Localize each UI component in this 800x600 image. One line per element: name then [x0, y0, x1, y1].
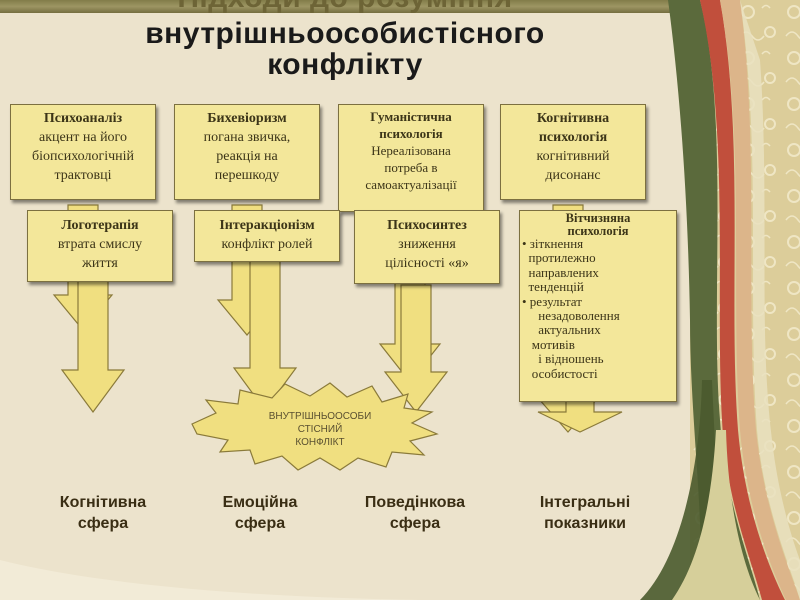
logotherapy-line-1: втрата смислу — [57, 237, 143, 252]
domestic-psychology-line: направлених — [522, 264, 599, 280]
cognitive-head: Когнітивна — [536, 111, 610, 126]
domestic-psychology-line: • результат — [522, 293, 582, 309]
slide-title-line-1: внутрішньоособистісного — [145, 17, 545, 50]
domestic-psychology-line: протилежно — [522, 250, 596, 266]
conflict-star-line-1: ВНУТРІШНЬООСОБИ — [268, 411, 372, 422]
psychosynthesis-box: Психосинтез зниження цілісності «я» — [354, 210, 500, 284]
psychoanalysis-line-2: біопсихологічній — [31, 149, 135, 164]
domestic-psychology-box: Вітчизняна психологія • зіткнення протил… — [519, 210, 677, 402]
sphere-cognitive: Когнітивна сфера — [28, 492, 178, 534]
domestic-psychology-line: особистості — [522, 365, 598, 381]
arrow-logotherapy — [60, 279, 126, 414]
domestic-psychology-line: актуальних — [522, 322, 601, 338]
sphere-integral: Інтегральні показники — [510, 492, 660, 534]
humanistic-head: Гуманістична — [370, 109, 452, 124]
psychoanalysis-line-3: трактовці — [54, 168, 112, 183]
conflict-star-shape — [191, 382, 439, 471]
humanistic-line-1: психологія — [379, 126, 443, 141]
domestic-psychology-head-2: психологія — [567, 224, 629, 238]
cognitive-box: Когнітивна психологія когнітивний дисона… — [500, 104, 646, 200]
psychoanalysis-box: Психоаналіз акцент на його біопсихологіч… — [10, 104, 156, 200]
psychoanalysis-line-1: акцент на його — [39, 130, 127, 145]
behaviorism-line-2: реакція на — [216, 149, 278, 164]
interactionism-box: Інтеракціонізм конфлікт ролей — [194, 210, 340, 262]
sphere-emotional: Емоційна сфера — [185, 492, 335, 534]
domestic-psychology-line: тенденцій — [522, 279, 584, 295]
interactionism-head: Інтеракціонізм — [219, 218, 315, 233]
conflict-star-line-3: КОНФЛІКТ — [295, 437, 345, 448]
behaviorism-line-3: перешкоду — [214, 168, 280, 183]
logotherapy-head: Логотерапія — [61, 218, 139, 233]
sphere-emotional-line-1: Емоційна — [222, 494, 298, 511]
humanistic-box: Гуманістична психологія Нереалізована по… — [338, 104, 484, 212]
sphere-emotional-line-2: сфера — [234, 515, 286, 532]
sphere-behavioral-line-2: сфера — [389, 515, 441, 532]
logotherapy-box: Логотерапія втрата смислу життя — [27, 210, 173, 282]
slide-title-line-0: Підходи до розуміння — [0, 0, 690, 15]
cognitive-line-3: дисонанс — [545, 168, 601, 183]
slide-title-line-2: конфлікту — [267, 48, 423, 81]
sphere-integral-line-1: Інтегральні — [539, 494, 631, 511]
sphere-cognitive-line-2: сфера — [77, 515, 129, 532]
domestic-psychology-line: • зіткнення — [522, 236, 584, 251]
humanistic-line-2: Нереалізована — [371, 143, 451, 158]
psychosynthesis-line-1: зниження — [398, 237, 456, 252]
humanistic-line-3: потреба в — [384, 160, 438, 175]
domestic-psychology-head-1: Вітчизняна — [565, 211, 631, 225]
cognitive-line-2: когнітивний — [536, 149, 610, 164]
psychosynthesis-line-2: цілісності «я» — [385, 256, 469, 271]
cognitive-line-1: психологія — [538, 130, 608, 145]
logotherapy-line-2: життя — [82, 256, 118, 271]
sphere-behavioral: Поведінкова сфера — [340, 492, 490, 534]
arrow-psychosynthesis — [383, 284, 449, 413]
conflict-star-label: ВНУТРІШНЬООСОБИ СТІСНИЙ КОНФЛІКТ — [240, 410, 400, 449]
humanistic-line-4: самоактуалізації — [365, 177, 457, 192]
sphere-cognitive-line-1: Когнітивна — [59, 494, 147, 511]
behaviorism-head: Бихевіоризм — [207, 111, 287, 126]
domestic-psychology-list: • зіткнення протилежно направлених тенде… — [520, 236, 676, 381]
domestic-psychology-line: мотивів — [522, 336, 575, 352]
interactionism-line-1: конфлікт ролей — [221, 237, 313, 252]
domestic-psychology-line: і відношень — [522, 351, 604, 367]
arrow-domestic — [537, 399, 623, 433]
conflict-star-line-2: СТІСНИЙ — [297, 424, 343, 435]
psychoanalysis-head: Психоаналіз — [43, 111, 123, 126]
psychosynthesis-head: Психосинтез — [387, 218, 467, 233]
behaviorism-line-1: погана звичка, — [203, 130, 291, 145]
sphere-behavioral-line-1: Поведінкова — [364, 494, 466, 511]
domestic-psychology-line: незадоволення — [522, 308, 620, 324]
sphere-integral-line-2: показники — [544, 515, 626, 532]
behaviorism-box: Бихевіоризм погана звичка, реакція на пе… — [174, 104, 320, 200]
